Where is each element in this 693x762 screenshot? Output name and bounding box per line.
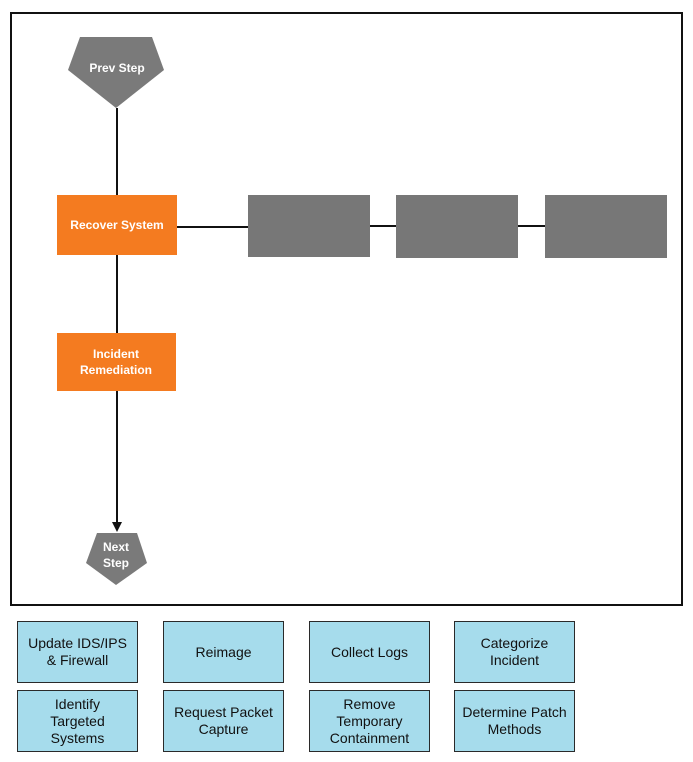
next-step-label-line1: Next bbox=[103, 540, 129, 554]
drop-slot-1[interactable] bbox=[248, 195, 370, 257]
option-determine-patch-methods[interactable]: Determine Patch Methods bbox=[454, 690, 575, 752]
drop-slot-3[interactable] bbox=[545, 195, 667, 258]
incident-remediation-label-line1: Incident bbox=[93, 347, 139, 361]
next-step-label-line2: Step bbox=[103, 556, 129, 570]
option-request-packet-capture[interactable]: Request Packet Capture bbox=[163, 690, 284, 752]
recover-system-node: Recover System bbox=[57, 195, 177, 255]
prev-step-node: Prev Step bbox=[68, 37, 164, 108]
option-remove-temporary-containment[interactable]: Remove Temporary Containment bbox=[309, 690, 430, 752]
option-reimage[interactable]: Reimage bbox=[163, 621, 284, 683]
next-step-node: Next Step bbox=[86, 533, 147, 585]
option-identify-targeted-systems[interactable]: Identify Targeted Systems bbox=[17, 690, 138, 752]
incident-remediation-box bbox=[57, 333, 176, 391]
incident-remediation-label-line2: Remediation bbox=[80, 363, 152, 377]
prev-step-shape bbox=[68, 37, 164, 108]
option-collect-logs[interactable]: Collect Logs bbox=[309, 621, 430, 683]
incident-remediation-node: Incident Remediation bbox=[57, 333, 176, 391]
recover-system-label: Recover System bbox=[70, 218, 163, 232]
next-step-shape bbox=[86, 533, 147, 585]
drop-slot-2[interactable] bbox=[396, 195, 518, 258]
recover-system-box bbox=[57, 195, 177, 255]
option-categorize-incident[interactable]: Categorize Incident bbox=[454, 621, 575, 683]
prev-step-label: Prev Step bbox=[89, 61, 144, 75]
diagram-frame bbox=[10, 12, 683, 606]
option-update-ids-ips-firewall[interactable]: Update IDS/IPS & Firewall bbox=[17, 621, 138, 683]
